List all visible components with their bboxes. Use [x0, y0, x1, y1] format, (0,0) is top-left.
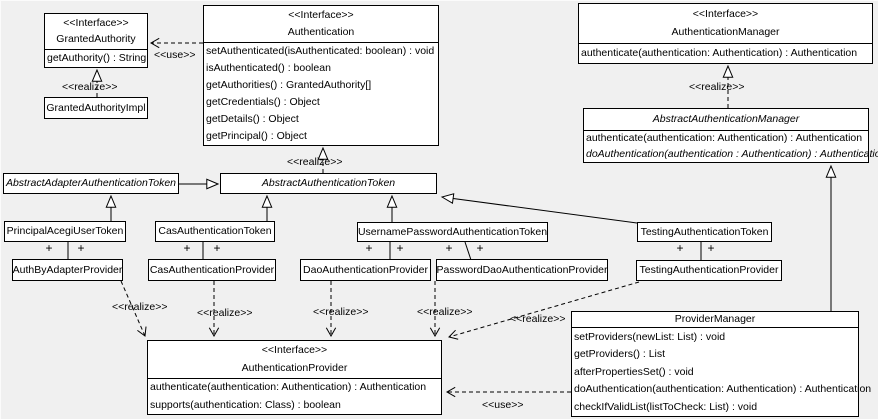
- class-box-testingauthenticationtoken: TestingAuthenticationToken: [637, 222, 772, 242]
- class-method: supports(authentication: Class) : boolea…: [150, 398, 341, 411]
- edge-label-realize: <<realize>>: [287, 156, 343, 168]
- class-name: TestingAuthenticationProvider: [639, 264, 779, 277]
- class-box-authbyadapterprovider: AuthByAdapterProvider: [12, 259, 123, 281]
- class-method: doAuthentication(authentication : Authen…: [586, 147, 878, 160]
- class-name: CasAuthenticationToken: [158, 225, 272, 238]
- edge-label-realize: <<realize>>: [689, 81, 745, 93]
- class-method: setAuthenticated(isAuthenticated: boolea…: [206, 45, 435, 58]
- class-box-abstractauthenticationtoken: AbstractAuthenticationToken: [220, 173, 437, 194]
- assoc-end-plus: +: [396, 241, 404, 255]
- class-stereotype: <<Interface>>: [692, 7, 759, 20]
- class-name: AbstractAdapterAuthenticationToken: [5, 177, 177, 190]
- edge-label-realize: <<realize>>: [197, 307, 253, 319]
- assoc-end-plus: +: [707, 241, 715, 255]
- class-box-casauthenticationtoken: CasAuthenticationToken: [155, 221, 275, 242]
- assoc-end-plus: +: [365, 241, 373, 255]
- class-name: AbstractAuthenticationManager: [652, 113, 800, 126]
- class-method: getProviders() : List: [574, 348, 666, 361]
- edge-label-realize: <<realize>>: [313, 306, 369, 318]
- edge-assoc-up-passworddao: [464, 241, 472, 261]
- class-name: AbstractAuthenticationToken: [261, 177, 396, 190]
- class-stereotype: <<Interface>>: [261, 344, 328, 357]
- class-box-daoauthenticationprovider: DaoAuthenticationProvider: [300, 259, 431, 281]
- class-method: setProviders(newList: List) : void: [574, 330, 726, 343]
- edge-label-realize: <<realize>>: [62, 81, 118, 93]
- class-box-providermanager: ProviderManager setProviders(newList: Li…: [571, 311, 872, 417]
- class-box-grantedauthorityimpl: GrantedAuthorityImpl: [44, 97, 148, 119]
- assoc-end-plus: +: [77, 241, 85, 255]
- assoc-end-plus: +: [213, 241, 221, 255]
- class-method: checkIfValidList(listToCheck: List) : vo…: [574, 400, 758, 413]
- assoc-end-plus: +: [676, 241, 684, 255]
- edge-label-realize: <<realize>>: [510, 313, 566, 325]
- class-method: afterPropertiesSet() : void: [574, 365, 694, 378]
- class-method: getAuthority() : String: [47, 52, 147, 65]
- class-method: authenticate(authentication: Authenticat…: [581, 47, 858, 60]
- class-name: UsernamePasswordAuthenticationToken: [357, 225, 548, 238]
- class-box-abstractadapterauthenticationtoken: AbstractAdapterAuthenticationToken: [3, 173, 179, 194]
- class-method: isAuthenticated() : boolean: [206, 62, 331, 75]
- class-box-usernamepasswordauthenticationtoken: UsernamePasswordAuthenticationToken: [357, 222, 548, 242]
- class-method: getAuthorities() : GrantedAuthority[]: [206, 79, 372, 92]
- assoc-end-plus: +: [45, 241, 53, 255]
- class-name: PrincipalAcegiUserToken: [6, 225, 124, 238]
- class-box-authentication: <<Interface>> Authentication setAuthenti…: [203, 5, 439, 146]
- class-name: TestingAuthenticationToken: [640, 225, 769, 238]
- class-name: PasswordDaoAuthenticationProvider: [436, 263, 608, 276]
- class-method: getDetails() : Object: [206, 113, 299, 126]
- edge-label-realize: <<realize>>: [112, 301, 168, 313]
- edge-gen-testing-token: [440, 193, 638, 224]
- class-name: GrantedAuthorityImpl: [46, 101, 146, 114]
- class-name: AuthenticationProvider: [241, 361, 348, 374]
- class-box-principalacegiusertoken: PrincipalAcegiUserToken: [4, 221, 126, 242]
- edge-label-realize: <<realize>>: [417, 306, 473, 318]
- class-name: CasAuthenticationProvider: [149, 263, 275, 276]
- edge-realize-authbyadapterprovider: [120, 280, 147, 337]
- edge-realize-testingprovider: [448, 281, 640, 340]
- class-name: ProviderManager: [674, 313, 756, 326]
- edge-label-use: <<use>>: [154, 49, 196, 61]
- class-method: authenticate(authentication: Authenticat…: [586, 132, 863, 145]
- assoc-end-plus: +: [183, 241, 191, 255]
- class-box-authenticationprovider: <<Interface>> AuthenticationProvider aut…: [147, 340, 442, 415]
- class-stereotype: <<Interface>>: [288, 9, 354, 22]
- class-name: AuthByAdapterProvider: [12, 263, 123, 276]
- class-method: authenticate(authentication: Authenticat…: [150, 381, 427, 394]
- class-box-casauthenticationprovider: CasAuthenticationProvider: [148, 259, 276, 281]
- class-box-testingauthenticationprovider: TestingAuthenticationProvider: [636, 260, 782, 281]
- class-method: getPrincipal() : Object: [206, 130, 307, 143]
- assoc-end-plus: +: [476, 241, 484, 255]
- assoc-end-plus: +: [445, 241, 453, 255]
- class-stereotype: <<Interface>>: [63, 16, 129, 29]
- class-method: getCredentials() : Object: [206, 96, 320, 109]
- class-box-grantedauthority: <<Interface>> GrantedAuthority getAuthor…: [44, 13, 148, 68]
- class-method: doAuthentication(authentication: Authent…: [574, 383, 872, 396]
- class-box-authenticationmanager: <<Interface>> AuthenticationManager auth…: [578, 3, 873, 64]
- class-name: AuthenticationManager: [671, 26, 780, 39]
- class-box-abstractauthenticationmanager: AbstractAuthenticationManager authentica…: [583, 108, 878, 163]
- class-box-passworddaoauthenticationprovider: PasswordDaoAuthenticationProvider: [436, 259, 608, 281]
- class-name: DaoAuthenticationProvider: [303, 263, 428, 276]
- edge-label-use: <<use>>: [482, 399, 524, 411]
- class-name: Authentication: [287, 26, 355, 39]
- class-name: GrantedAuthority: [56, 33, 136, 46]
